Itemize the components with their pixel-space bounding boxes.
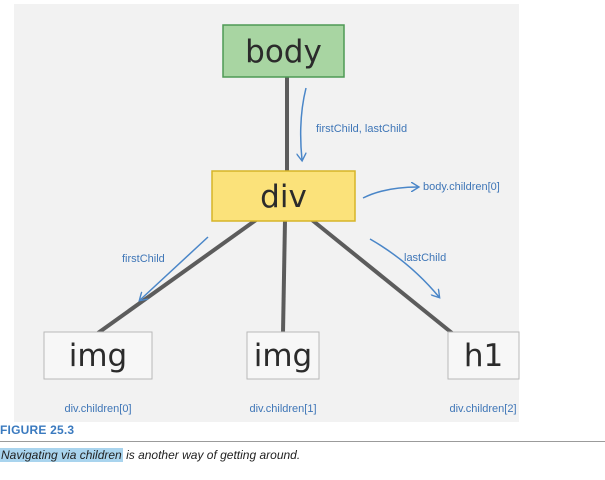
label-body-children-0: body.children[0] [423,181,500,193]
child-label-2: div.children[2] [449,403,516,415]
node-img-2: img [246,331,320,380]
arrow-body-children [362,187,418,199]
child-label-1: div.children[1] [249,403,316,415]
caption-highlight: Navigating via children [0,448,123,462]
arrow-last-child [369,238,439,297]
node-div: div [211,170,356,222]
node-div-label: div [260,179,307,215]
node-img-1: img [43,331,153,380]
label-first-child: firstChild [122,253,165,265]
node-h1: h1 [447,331,520,380]
figure-number: FIGURE 25.3 [0,423,75,437]
caption-text: is another way of getting around. [122,448,301,462]
edge-div-img2 [281,219,287,334]
node-img-1-label: img [69,338,128,374]
edge-div-img1 [96,218,258,335]
dom-tree-diagram: body div img img h1 firstChild, lastChil… [43,24,520,415]
child-label-0: div.children[0] [64,403,131,415]
arrow-first-child [140,236,209,300]
label-last-child: lastChild [404,252,446,264]
arrow-first-last-child [301,87,306,160]
figure-caption: Navigating via children is another way o… [0,448,300,462]
label-first-last-child: firstChild, lastChild [316,123,407,135]
node-body-label: body [245,34,322,70]
caption-divider [0,441,605,442]
node-img-2-label: img [254,338,313,374]
edge-div-h1 [310,218,454,335]
node-body: body [222,24,345,78]
node-h1-label: h1 [464,338,503,374]
